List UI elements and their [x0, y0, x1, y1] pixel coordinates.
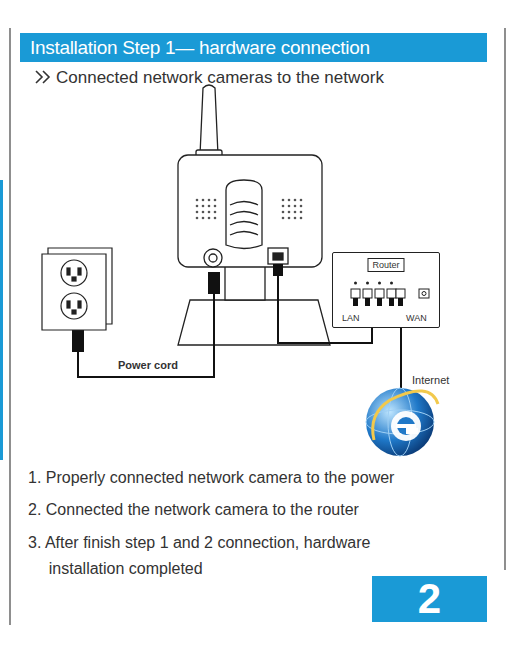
port-label: LAN	[342, 313, 360, 324]
speaker-holes	[196, 199, 303, 220]
page-number: 2	[372, 576, 487, 622]
title-bar: Installation Step 1— hardware connection	[20, 33, 487, 62]
title-text: Installation Step 1— hardware connection	[20, 33, 487, 62]
frame-line	[504, 28, 505, 570]
chevron-icon	[36, 71, 49, 83]
step-text: 2. Connected the network camera to the r…	[28, 500, 359, 519]
globe-icon	[360, 374, 460, 460]
port-label: WAN	[406, 313, 427, 324]
network-cable	[400, 328, 402, 388]
step-text: 3. After finish step 1 and 2 connection,…	[28, 530, 438, 582]
internet-globe: Internet	[360, 374, 460, 460]
step-text: 1. Properly connected network camera to …	[28, 468, 394, 487]
cable-label: Power cord	[118, 359, 178, 372]
frame-line	[9, 28, 10, 625]
subtitle-text: Connected network cameras to the network	[56, 68, 384, 88]
internet-label: Internet	[412, 374, 449, 386]
wall-outlet	[42, 248, 112, 330]
side-strip	[0, 180, 3, 460]
camera-figure	[178, 85, 330, 345]
router-label: Router	[367, 258, 404, 272]
page-number-box	[372, 576, 487, 622]
